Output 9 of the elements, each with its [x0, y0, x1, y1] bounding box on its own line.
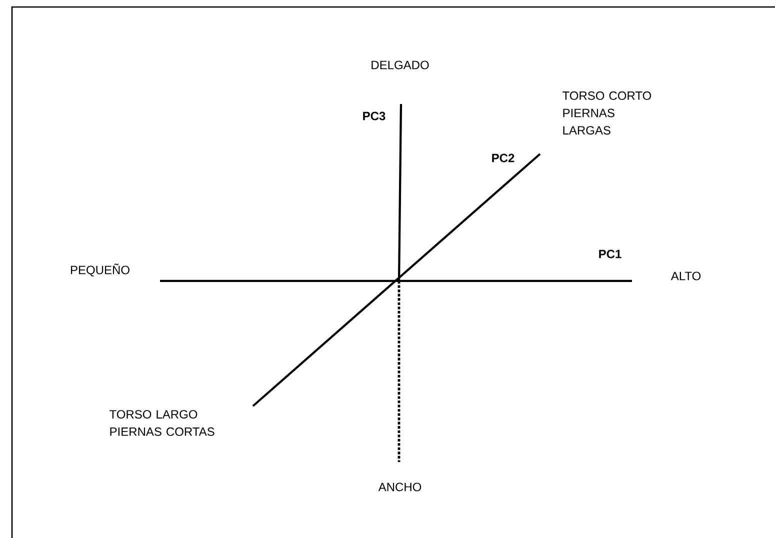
pole-label: TORSO LARGO PIERNAS CORTAS — [110, 410, 214, 436]
pole-label: TORSO CORTO PIERNAS LARGAS — [562, 91, 652, 135]
axis-label: PC2 — [492, 154, 514, 162]
axis-label: PC1 — [599, 250, 622, 258]
axis-label: PC3 — [363, 112, 386, 120]
pole-label: ALTO — [670, 272, 701, 280]
pole-label: DELGADO — [372, 60, 429, 70]
pole-label: ANCHO — [378, 482, 422, 492]
pole-label: PEQUEÑO — [70, 264, 130, 276]
